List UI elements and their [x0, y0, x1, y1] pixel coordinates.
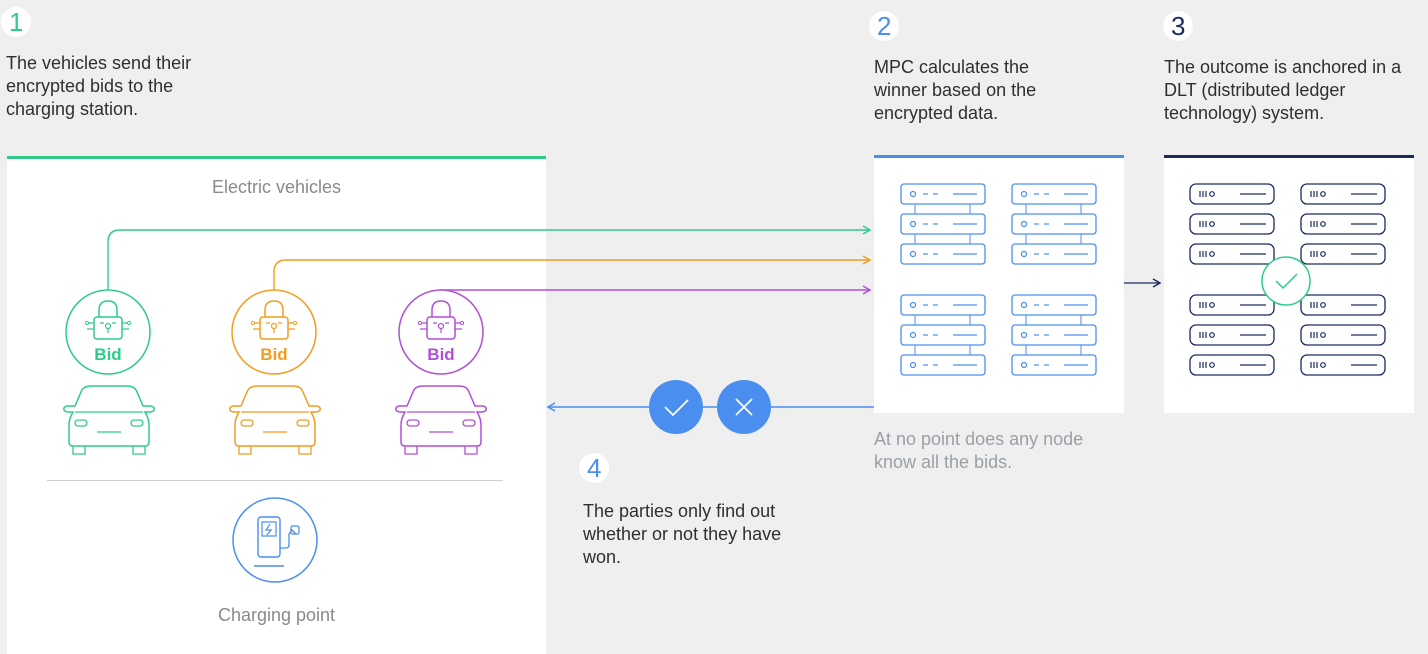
mpc-server-rack-2	[1011, 183, 1097, 265]
car-icon	[63, 385, 155, 455]
server-icon	[1189, 243, 1275, 265]
step-1-text: The vehicles send their encrypted bids t…	[6, 53, 192, 119]
mpc-note: At no point does any node know all the b…	[874, 429, 1084, 472]
win-check-circle	[649, 380, 703, 434]
server-icon	[900, 213, 986, 235]
server-icon	[900, 183, 986, 205]
step-3-circle	[1163, 11, 1193, 41]
server-icon	[900, 354, 986, 376]
step-4-number-overlay: 4	[587, 453, 602, 483]
server-icon	[1011, 183, 1097, 205]
orange-bid-arrow	[273, 255, 872, 292]
step-1-number-overlay: 1	[9, 7, 24, 37]
server-icon	[1300, 324, 1386, 346]
step-1-circle	[1, 7, 31, 37]
step-2-text: MPC calculates the winner based on the e…	[874, 57, 1037, 123]
bid-label-green: Bid	[94, 345, 122, 364]
step-2-number-overlay: 2	[877, 11, 892, 41]
dlt-server-rack-2	[1300, 183, 1386, 265]
server-icon	[1300, 354, 1386, 376]
green-bid-arrow	[107, 225, 872, 292]
server-icon	[1300, 243, 1386, 265]
step-2-circle	[869, 11, 899, 41]
server-icon	[1300, 183, 1386, 205]
step-3-text: The outcome is anchored in a DLT (distri…	[1164, 57, 1402, 123]
server-icon	[900, 243, 986, 265]
lose-cross-circle	[717, 380, 771, 434]
charging-point-caption: Charging point	[217, 605, 336, 625]
bid-orange	[231, 289, 317, 375]
check-icon	[1275, 273, 1298, 290]
vehicles-panel-title: Electric vehicles	[211, 177, 342, 197]
step-4-text: The parties only find out whether or not…	[583, 501, 782, 567]
dlt-server-rack-1	[1189, 183, 1275, 265]
dlt-server-rack-3	[1189, 294, 1275, 376]
server-icon	[1189, 324, 1275, 346]
charging-station-icon	[232, 497, 318, 583]
step-3-number-overlay: 3	[1171, 11, 1186, 41]
mpc-server-rack-1	[900, 183, 986, 265]
step-4-circle	[579, 453, 609, 483]
cross-icon	[735, 398, 753, 416]
bid-purple	[398, 289, 484, 375]
server-icon	[1011, 243, 1097, 265]
dlt-server-rack-4	[1300, 294, 1386, 376]
server-icon	[1189, 213, 1275, 235]
server-icon	[1300, 213, 1386, 235]
server-icon	[900, 294, 986, 316]
panel-divider	[47, 480, 503, 481]
server-icon	[1189, 183, 1275, 205]
bid-label-purple: Bid	[427, 345, 455, 364]
server-icon	[1189, 354, 1275, 376]
dlt-check-badge	[1261, 256, 1311, 306]
server-icon	[1011, 294, 1097, 316]
server-icon	[900, 324, 986, 346]
server-icon	[1300, 294, 1386, 316]
mpc-server-rack-4	[1011, 294, 1097, 376]
purple-bid-arrow	[440, 285, 872, 295]
bid-label-orange: Bid	[260, 345, 288, 364]
server-icon	[1189, 294, 1275, 316]
bid-green	[65, 289, 151, 375]
server-icon	[1011, 324, 1097, 346]
car-icon	[395, 385, 487, 455]
car-icon	[229, 385, 321, 455]
server-icon	[1011, 213, 1097, 235]
check-icon	[664, 399, 689, 417]
mpc-server-rack-3	[900, 294, 986, 376]
server-icon	[1011, 354, 1097, 376]
